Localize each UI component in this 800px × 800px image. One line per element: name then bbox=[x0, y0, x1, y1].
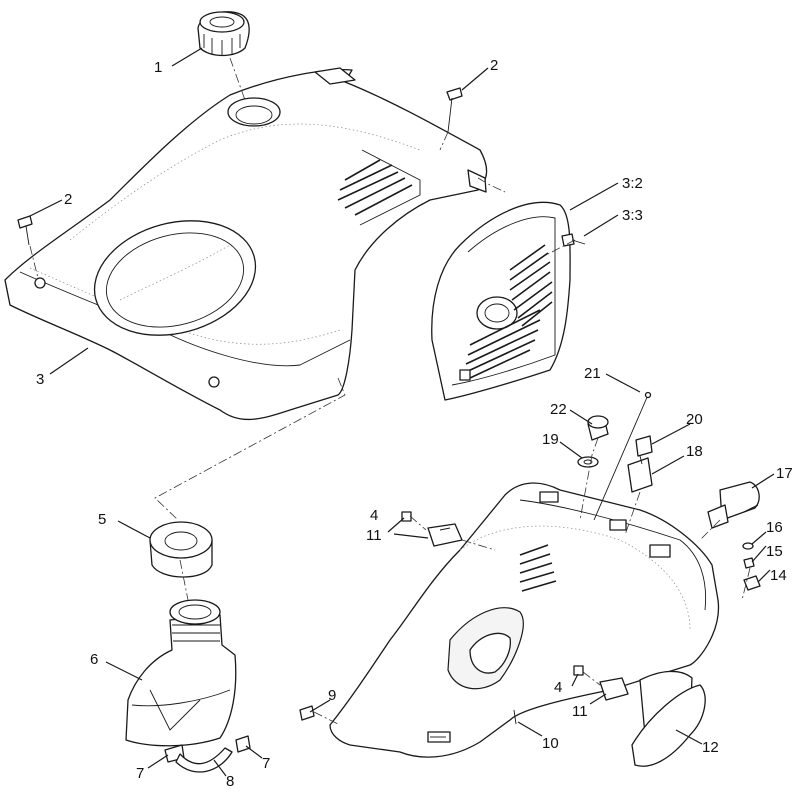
fuel-tank bbox=[125, 599, 251, 773]
callout-16: 16 bbox=[766, 519, 783, 536]
fuel-cap bbox=[197, 11, 250, 57]
callout-11-lower: 11 bbox=[572, 703, 588, 720]
callout-labels: 1 2 2 3 3:2 3:3 4 4 5 6 7 7 8 9 10 11 11… bbox=[36, 57, 793, 790]
grommet bbox=[149, 521, 213, 578]
callout-3-3: 3:3 bbox=[622, 207, 643, 224]
callout-7-left: 7 bbox=[136, 765, 144, 782]
leader-lines bbox=[29, 47, 775, 777]
lower-console bbox=[329, 482, 720, 767]
callout-20: 20 bbox=[686, 411, 703, 428]
callout-17: 17 bbox=[776, 465, 793, 482]
small-washer bbox=[742, 542, 754, 550]
callout-22: 22 bbox=[550, 401, 567, 418]
bolt-4-upper bbox=[401, 511, 412, 522]
screw-top bbox=[446, 87, 463, 133]
callout-18: 18 bbox=[686, 443, 703, 460]
callout-1: 1 bbox=[154, 59, 162, 76]
callout-4-upper: 4 bbox=[370, 507, 378, 524]
callout-2-left: 2 bbox=[64, 191, 72, 208]
hood-cover bbox=[4, 67, 488, 421]
callout-11-upper: 11 bbox=[366, 527, 382, 544]
screw-left bbox=[17, 215, 33, 246]
callout-4-lower: 4 bbox=[554, 679, 562, 696]
callout-2-top: 2 bbox=[490, 57, 498, 74]
screw-rear bbox=[561, 233, 586, 247]
callout-3-2: 3:2 bbox=[622, 175, 643, 192]
callout-9: 9 bbox=[328, 687, 336, 704]
pin-10 bbox=[513, 709, 517, 725]
callout-10: 10 bbox=[542, 735, 559, 752]
lever-handle bbox=[707, 481, 760, 529]
rear-panel bbox=[431, 201, 571, 401]
callout-12: 12 bbox=[702, 739, 719, 756]
callout-21: 21 bbox=[584, 365, 601, 382]
bracket-11-upper bbox=[427, 523, 463, 547]
callout-3: 3 bbox=[36, 371, 44, 388]
throttle-rod bbox=[593, 391, 652, 521]
clip-14 bbox=[743, 575, 761, 591]
callout-15: 15 bbox=[766, 543, 783, 560]
bracket-11-lower bbox=[599, 677, 629, 701]
bolt-4-lower bbox=[573, 665, 584, 676]
rear-panel-grille bbox=[465, 244, 553, 379]
bolt-15 bbox=[743, 557, 755, 569]
ignition-switch bbox=[627, 435, 653, 493]
console-vents bbox=[519, 544, 557, 592]
washer bbox=[577, 456, 599, 468]
assembly-centerlines bbox=[29, 57, 751, 726]
callout-7-right: 7 bbox=[262, 755, 270, 772]
choke-knob bbox=[587, 415, 609, 441]
callout-5: 5 bbox=[98, 511, 106, 528]
hood-vents bbox=[337, 149, 421, 226]
callout-19: 19 bbox=[542, 431, 559, 448]
callout-14: 14 bbox=[770, 567, 787, 584]
callout-8: 8 bbox=[226, 773, 234, 790]
callout-6: 6 bbox=[90, 651, 98, 668]
screw-9 bbox=[299, 705, 315, 721]
